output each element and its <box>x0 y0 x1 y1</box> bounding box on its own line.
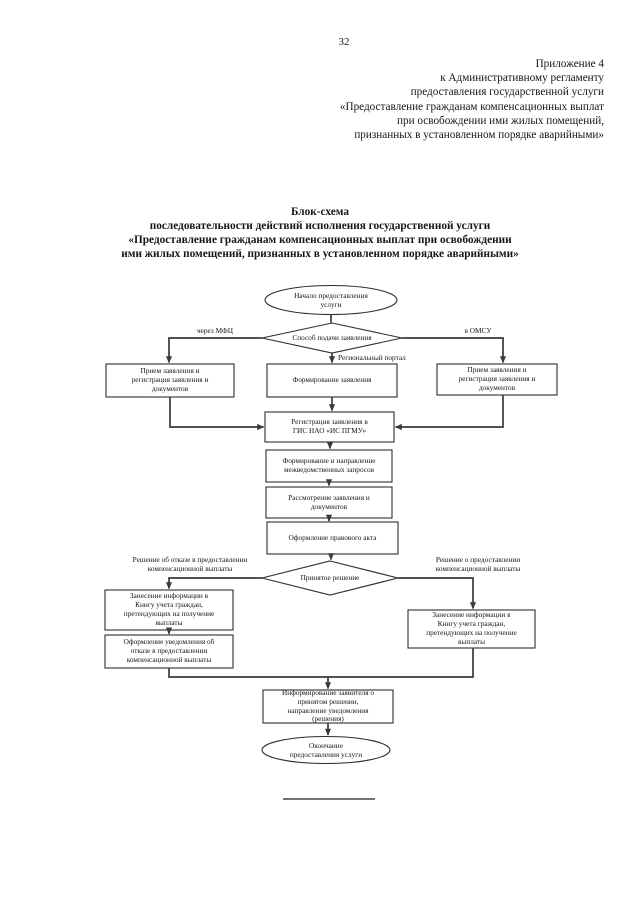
appendix-header: Приложение 4 к Административному регламе… <box>184 57 604 142</box>
decision-result-shape <box>261 560 399 596</box>
node-decision-method: Способ подачи заявления <box>292 332 372 342</box>
label-branch-omsu: в ОМСУ <box>464 325 492 335</box>
box-mfc-shape <box>105 363 235 398</box>
node-decision-result: Принятое решение <box>300 572 360 582</box>
node-box-book-right: Занесение информации в Книгу учета гражд… <box>426 610 517 646</box>
box-portal-shape <box>266 363 398 398</box>
appendix-line: при освобождении ими жилых помещений, <box>397 114 604 127</box>
node-box-mfc: Прием заявления и регистрация заявления … <box>131 366 209 393</box>
node-box-book-left: Занесение информации в Книгу учета гражд… <box>123 591 215 627</box>
node-box-portal: Формирование заявления <box>292 375 372 385</box>
appendix-line: к Административному регламенту <box>440 72 604 85</box>
end-terminator-shape <box>261 735 391 765</box>
box-notice-shape <box>104 634 234 669</box>
box-book-left-shape <box>104 589 234 631</box>
appendix-line: Приложение 4 <box>535 58 604 70</box>
box-book-right-shape <box>407 609 536 649</box>
connector-merge <box>168 648 474 678</box>
title-line: Блок-схема <box>290 206 350 218</box>
node-end: Окончание предоставления услуги <box>289 740 363 759</box>
connector-mfc-branch <box>165 337 262 364</box>
node-box-omsu: Прием заявления и регистрация заявления … <box>458 365 536 392</box>
box-inform-shape <box>262 689 394 724</box>
appendix-line: признанных в установленном порядке авари… <box>354 129 604 142</box>
connector-refusal-branch <box>165 577 262 590</box>
node-box-act: Оформление правового акта <box>288 532 377 542</box>
label-branch-portal: Региональный портал <box>338 352 406 362</box>
node-start: Начало предоставления услуги <box>294 290 368 309</box>
title-line: «Предоставление гражданам компенсационны… <box>128 234 512 246</box>
appendix-line: предоставления государственной услуги <box>410 86 604 99</box>
title-line: ими жилых помещений, признанных в устано… <box>121 248 519 260</box>
node-box-requests: Формирование и направление межведомствен… <box>282 456 376 474</box>
connector-omsu-branch <box>402 337 507 364</box>
connector <box>169 397 265 431</box>
label-grant: Решение о предоставлении компенсационной… <box>435 555 521 573</box>
page-title: Блок-схема последовательности действий и… <box>0 205 640 261</box>
node-box-inform: Информирование заявителя о принятом реше… <box>281 687 375 724</box>
title-line: последовательности действий исполнения г… <box>149 220 491 232</box>
box-omsu-shape <box>436 363 558 396</box>
connector-grant-branch <box>398 577 477 610</box>
node-box-gis: Регистрация заявления в ГИС НАО «ИС ПГМУ… <box>291 417 368 435</box>
connector <box>394 395 504 431</box>
node-box-notice: Оформление уведомления об отказе в предо… <box>123 637 215 664</box>
page-number: 32 <box>338 36 350 48</box>
label-refusal: Решение об отказе в предоставлении компе… <box>132 555 248 573</box>
appendix-line: «Предоставление гражданам компенсационны… <box>339 100 604 113</box>
label-branch-mfc: через МФЦ <box>196 325 234 335</box>
node-box-review: Рассмотрение заявления и документов <box>288 492 370 511</box>
box-act-shape <box>266 521 399 555</box>
